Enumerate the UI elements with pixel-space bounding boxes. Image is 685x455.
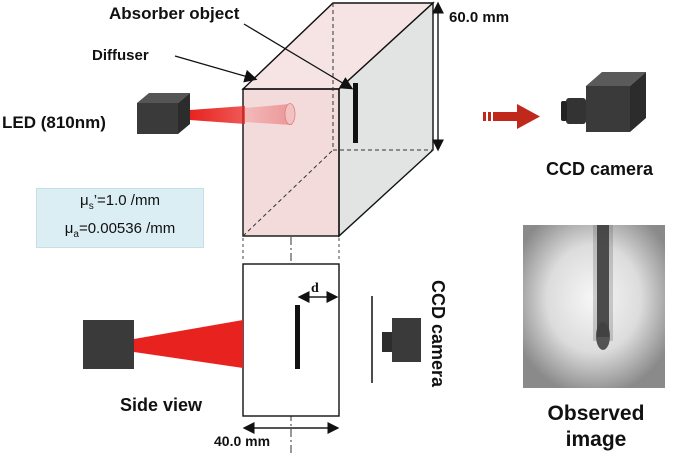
width-dimension-label: 40.0 mm xyxy=(214,433,270,449)
ccd-camera-top xyxy=(561,72,646,132)
mu-a-line: μa=0.00536 /mm xyxy=(65,218,176,246)
ccd-side-lens xyxy=(382,332,392,352)
front-face-outline xyxy=(242,88,340,237)
diffuser-label: Diffuser xyxy=(92,47,149,64)
led-beam-top xyxy=(190,106,245,124)
observed-label-line2: image xyxy=(566,428,627,451)
optical-parameters-box: μs’=1.0 /mm μa=0.00536 /mm xyxy=(36,188,204,248)
side-view-absorber xyxy=(295,305,300,369)
mu-s-sub: s xyxy=(88,201,94,212)
mu-a-symbol: μ xyxy=(64,220,74,237)
led-top-face xyxy=(137,93,190,103)
mu-a-value: =0.00536 /mm xyxy=(78,220,176,237)
observed-image-background xyxy=(523,225,665,388)
ccd-body xyxy=(586,86,630,132)
side-view-label: Side view xyxy=(120,395,203,415)
ccd-top-face xyxy=(586,72,646,86)
front-face xyxy=(243,89,339,236)
arrow-dash-1 xyxy=(483,112,486,121)
ccd-camera-top-label: CCD camera xyxy=(546,159,654,179)
arrow-shaft xyxy=(493,112,517,121)
absorber-object-label: Absorber object xyxy=(109,4,240,23)
led-device-top xyxy=(137,93,190,134)
observed-shadow xyxy=(597,225,609,337)
ccd-side-face xyxy=(630,72,646,132)
arrow-head xyxy=(517,104,540,129)
mu-s-value: ’=1.0 /mm xyxy=(93,192,160,209)
led-front-face xyxy=(137,103,178,134)
observed-label-line1: Observed xyxy=(548,402,645,425)
ccd-side-body xyxy=(392,318,421,362)
height-dimension-label: 60.0 mm xyxy=(449,9,509,26)
observed-image xyxy=(523,225,665,388)
observed-shadow-tip xyxy=(596,322,610,350)
absorber-pointer-arrow xyxy=(243,23,354,90)
d-label: d xyxy=(311,281,319,296)
ccd-lens xyxy=(566,98,586,124)
mu-s-symbol: μ xyxy=(80,192,89,209)
phantom-box xyxy=(241,1,435,238)
light-cone xyxy=(245,104,292,125)
side-view-box xyxy=(242,263,340,417)
absorber-bar xyxy=(353,83,358,143)
led-label: LED (810nm) xyxy=(2,113,106,132)
led-device-side xyxy=(83,320,134,369)
mu-a-sub: a xyxy=(73,229,79,240)
diffuser-pointer-arrow xyxy=(174,55,258,83)
observed-shadow-blur xyxy=(593,225,613,341)
arrow-dash-2 xyxy=(488,112,491,121)
light-cone-end xyxy=(284,103,296,125)
mu-s-line: μs’=1.0 /mm xyxy=(80,190,160,218)
led-beam-side xyxy=(134,320,243,368)
output-arrow xyxy=(483,104,540,129)
led-side-face xyxy=(178,93,190,134)
ccd-lens-cap xyxy=(561,101,567,121)
ccd-camera-side-label: CCD camera xyxy=(428,280,448,388)
